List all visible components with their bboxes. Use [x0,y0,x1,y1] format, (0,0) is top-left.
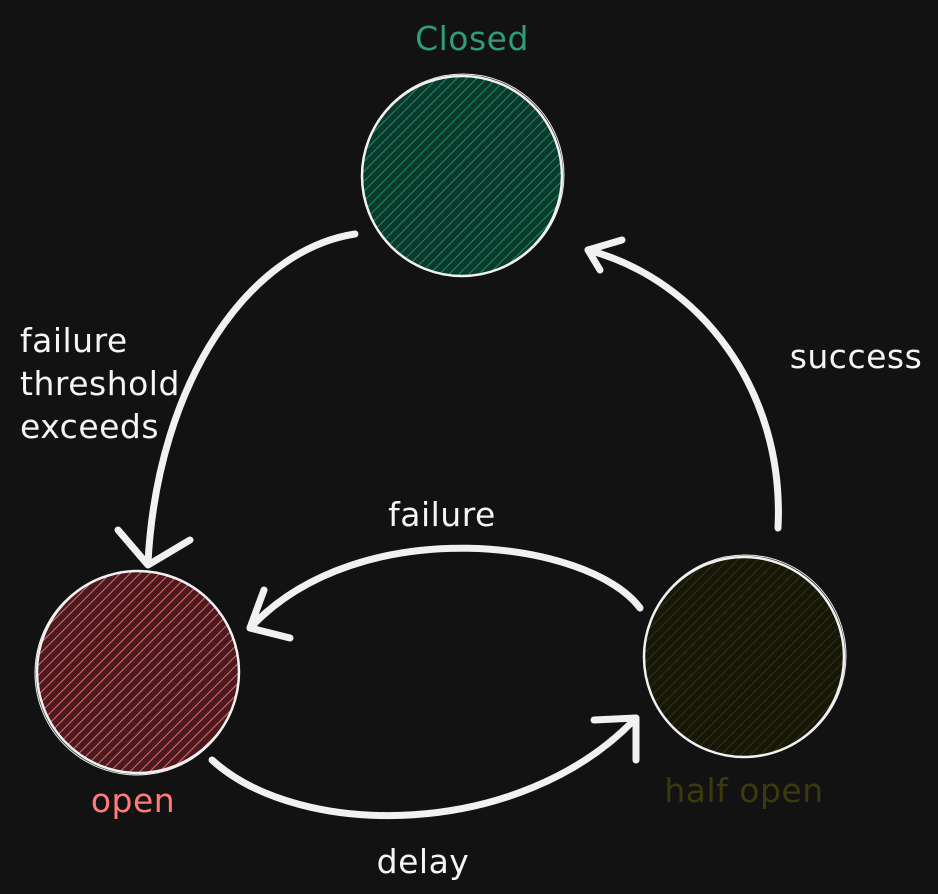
edge-closed-to-open-arrowhead [114,526,194,569]
state-half-open-label: half open [664,771,823,810]
edge-half-open-to-closed [584,236,782,532]
edge-closed-to-open-label-line-3: exceeds [20,407,159,446]
state-half-open-circle-sketch [643,554,847,758]
state-half-open-circle [642,555,846,759]
state-closed-label: Closed [415,19,529,58]
edge-open-to-half-open [208,714,640,820]
state-open-label: open [91,781,175,820]
edge-closed-to-open-line [144,230,359,566]
state-half-open [642,554,847,759]
state-open [34,569,241,776]
edge-half-open-to-closed-arrowhead [584,236,626,274]
edge-closed-to-open-label-line-1: failure [20,321,128,360]
edge-half-open-to-closed-line [584,246,782,532]
edge-half-open-to-open-arrowhead [246,586,294,642]
edge-open-to-half-open-arrowhead [590,714,640,764]
edge-half-open-to-open-label: failure [388,495,496,534]
state-closed-circle-sketch [361,73,565,277]
state-open-circle-sketch [34,570,240,776]
state-closed [360,73,565,278]
state-closed-circle [360,74,564,278]
state-open-circle [35,569,241,775]
edge-open-to-half-open-label: delay [377,842,470,881]
edge-half-open-to-open [246,544,644,642]
edge-open-to-half-open-line [208,714,640,820]
edge-half-open-to-open-line [246,544,644,632]
edge-half-open-to-closed-label: success [790,337,923,376]
edge-closed-to-open-label-line-2: threshold [20,364,180,403]
edge-closed-to-open [114,230,359,569]
